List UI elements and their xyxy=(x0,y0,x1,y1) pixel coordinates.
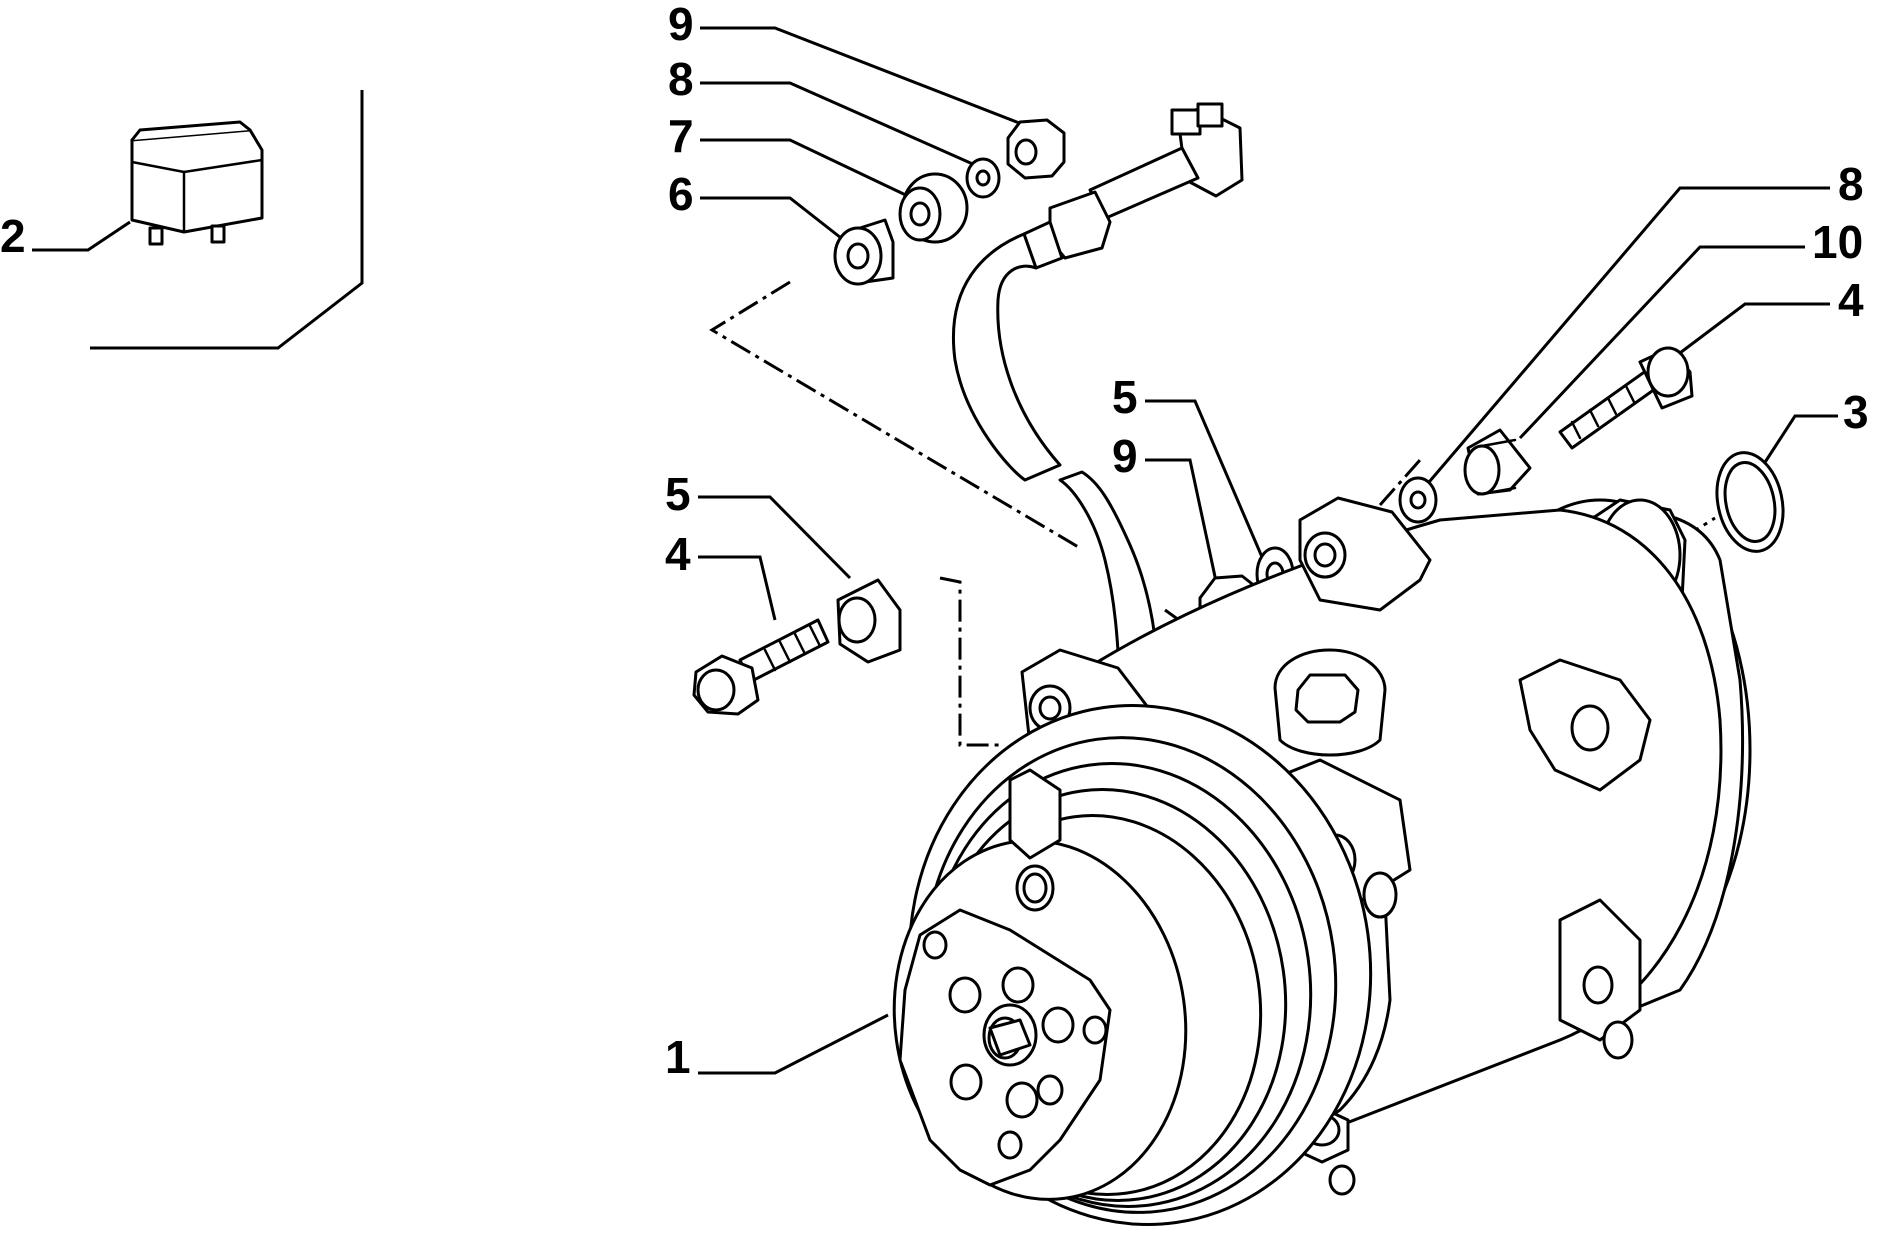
top-fastener-stack xyxy=(833,118,1066,286)
callout-label-9-mid: 9 xyxy=(1112,430,1138,482)
left-fastener-stack xyxy=(692,578,902,716)
callout-label-10: 10 xyxy=(1812,216,1863,268)
relay-part xyxy=(90,90,364,350)
callout-label-3: 3 xyxy=(1843,386,1869,438)
right-fastener-stack xyxy=(1398,346,1785,553)
callout-label-5-left: 5 xyxy=(665,468,691,520)
leader-lines xyxy=(32,26,1838,1075)
callout-label-8-top: 8 xyxy=(668,53,694,105)
callout-label-6: 6 xyxy=(668,168,694,220)
callout-label-1: 1 xyxy=(665,1031,691,1083)
callout-label-5-mid: 5 xyxy=(1112,371,1138,423)
callout-label-8-right: 8 xyxy=(1838,158,1864,210)
callout-label-2: 2 xyxy=(0,210,26,262)
callout-label-9-top: 9 xyxy=(668,0,694,50)
compressor-pulley xyxy=(892,704,1373,1226)
callout-label-7: 7 xyxy=(668,110,694,162)
callout-label-4-left: 4 xyxy=(665,528,691,580)
callout-label-4-right: 4 xyxy=(1838,274,1864,326)
